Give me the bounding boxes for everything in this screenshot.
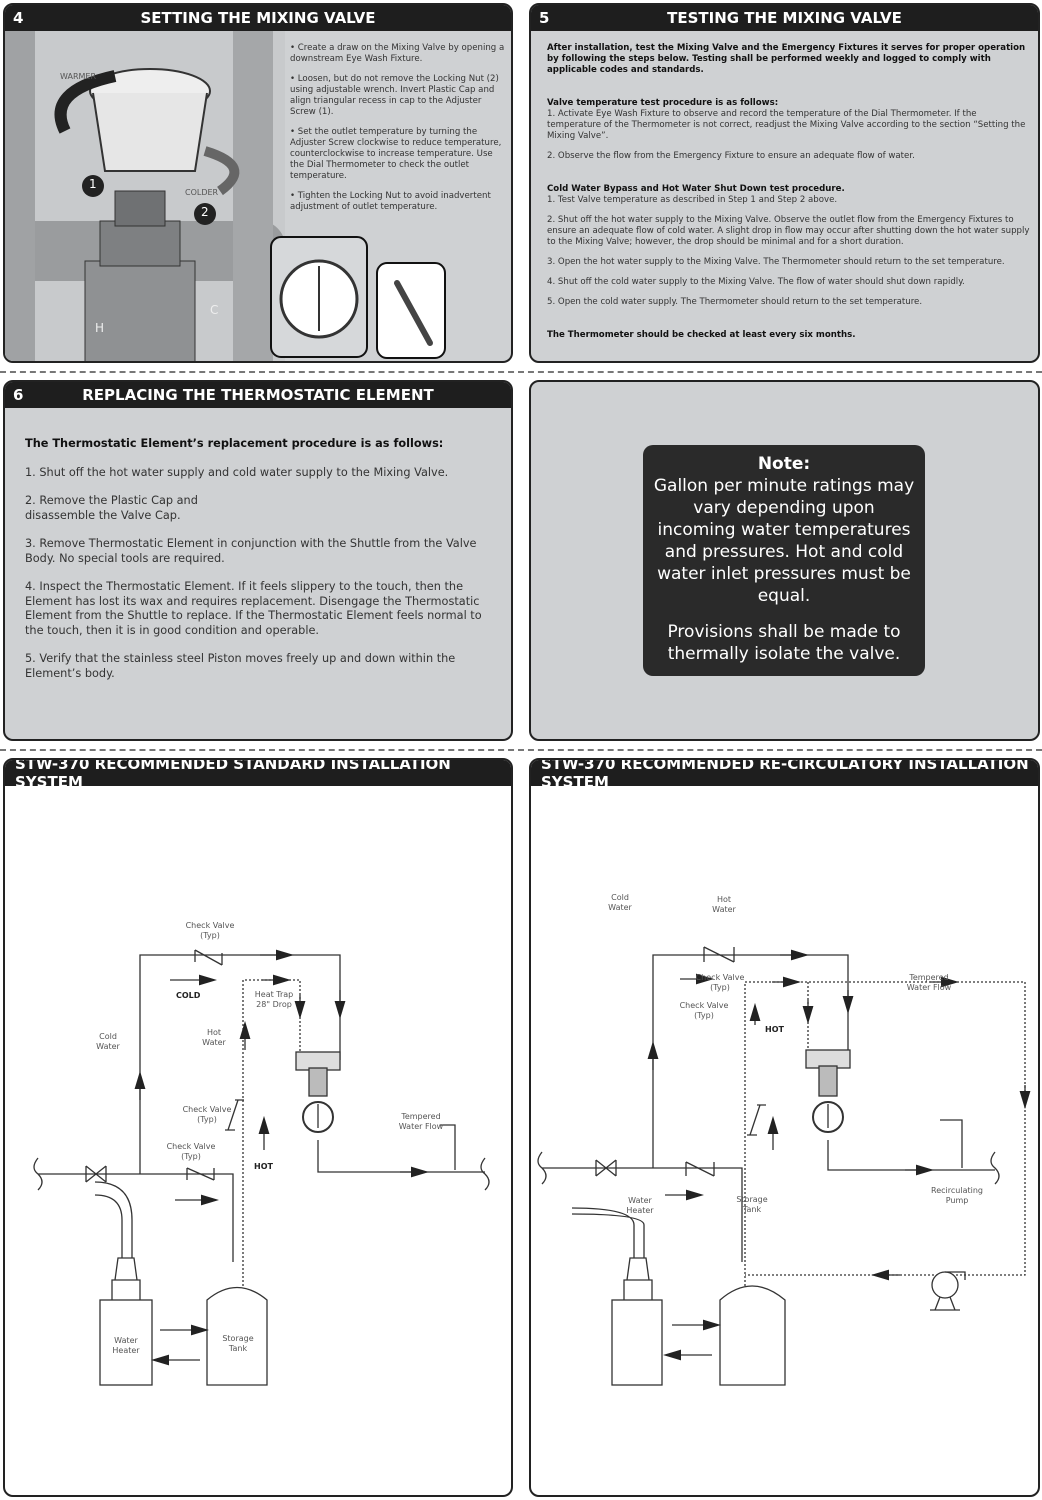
- panel-testing-mixing-valve: 5 TESTING THE MIXING VALVE After installa…: [529, 3, 1040, 363]
- check-valve-label: Check Valve (Typ): [182, 1105, 232, 1124]
- panel-replacing-element: 6 REPLACING THE THERMOSTATIC ELEMENT The …: [3, 380, 513, 741]
- setting-instructions: • Create a draw on the Mixing Valve by o…: [290, 43, 505, 222]
- step: 3. Remove Thermostatic Element in conjun…: [25, 537, 477, 565]
- note-title: Note:: [757, 454, 811, 474]
- step: 1. Test Valve temperature as described i…: [547, 195, 838, 205]
- check-valve-label: Check Valve (Typ): [166, 1142, 216, 1161]
- section-number: 4: [13, 9, 24, 27]
- step: 4. Inspect the Thermostatic Element. If …: [25, 580, 482, 637]
- section-title: SETTING THE MIXING VALVE: [140, 9, 376, 27]
- intro-text: After installation, test the Mixing Valv…: [547, 43, 1026, 75]
- step: 1. Activate Eye Wash Fixture to observe …: [547, 109, 1026, 141]
- instruction-item: • Create a draw on the Mixing Valve by o…: [290, 43, 505, 64]
- step: 2. Shut off the hot water supply to the …: [547, 215, 1030, 247]
- section-number: 5: [539, 9, 550, 27]
- cold-marking: C: [210, 303, 219, 317]
- section-header: 5 TESTING THE MIXING VALVE: [531, 5, 1038, 31]
- step: 2. Remove the Plastic Cap and disassembl…: [25, 494, 198, 522]
- step: 4. Shut off the cold water supply to the…: [547, 277, 965, 287]
- section-title: REPLACING THE THERMOSTATIC ELEMENT: [82, 386, 434, 404]
- instruction-item: • Loosen, but do not remove the Locking …: [290, 74, 499, 117]
- section-title: STW-370 RECOMMENDED STANDARD INSTALLATIO…: [15, 758, 451, 791]
- storage-tank-label: Storage Tank: [222, 1334, 254, 1353]
- instruction-item: • Set the outlet temperature by turning …: [290, 127, 502, 181]
- cold-water-label: Cold Water: [608, 893, 632, 912]
- section-header: 4 SETTING THE MIXING VALVE: [5, 5, 511, 31]
- step: 5. Open the cold water supply. The Therm…: [547, 297, 923, 307]
- tempered-water-label: Tempered Water Flow: [398, 1112, 444, 1131]
- recirculating-pump-label: Recirculating Pump: [931, 1186, 983, 1205]
- testing-instructions: After installation, test the Mixing Valv…: [547, 43, 1032, 341]
- divider: [0, 749, 1042, 751]
- callout-2: 2: [201, 205, 209, 219]
- hot-water-label: Hot Water: [202, 1028, 226, 1047]
- cold-water-label: Cold Water: [96, 1032, 120, 1051]
- section-title: STW-370 RECOMMENDED RE-CIRCULATORY INSTA…: [541, 758, 1029, 791]
- check-valve-label: Check Valve (Typ): [679, 1001, 729, 1020]
- divider: [0, 371, 1042, 373]
- water-heater-label: Water Heater: [112, 1336, 140, 1355]
- note-text: Gallon per minute ratings may vary depen…: [653, 476, 915, 606]
- hot-marking: H: [95, 321, 105, 335]
- footer-note: The Thermometer should be checked at lea…: [547, 330, 856, 340]
- colder-label: COLDER: [185, 188, 219, 197]
- section-header: 6 REPLACING THE THERMOSTATIC ELEMENT: [5, 382, 511, 408]
- instruction-item: • Tighten the Locking Nut to avoid inadv…: [290, 191, 491, 212]
- note-box: Note: Gallon per minute ratings may vary…: [643, 445, 925, 676]
- heat-trap-label: Heat Trap 28" Drop: [254, 990, 294, 1009]
- water-heater-label: Water Heater: [626, 1196, 654, 1215]
- check-valve-label: Check Valve (Typ): [695, 973, 745, 992]
- section-number: 6: [13, 386, 24, 404]
- step: 1. Shut off the hot water supply and col…: [25, 465, 449, 479]
- subheading: Cold Water Bypass and Hot Water Shut Dow…: [547, 184, 845, 194]
- section-header: STW-370 RECOMMENDED STANDARD INSTALLATIO…: [5, 760, 511, 791]
- subheading: Valve temperature test procedure is as f…: [547, 98, 779, 108]
- step: 2. Observe the flow from the Emergency F…: [547, 151, 915, 161]
- valve-adjustment-illustration: [5, 31, 446, 361]
- warmer-label: WARMER: [60, 72, 97, 81]
- storage-tank-label: Storage Tank: [736, 1195, 768, 1214]
- hot-water-label: Hot Water: [712, 895, 736, 914]
- replacement-instructions: The Thermostatic Element’s replacement p…: [25, 437, 490, 695]
- step: 5. Verify that the stainless steel Pisto…: [25, 652, 456, 680]
- note-text: Provisions shall be made to thermally is…: [667, 622, 901, 664]
- check-valve-label: Check Valve (Typ): [185, 921, 235, 940]
- section-title: TESTING THE MIXING VALVE: [667, 9, 902, 27]
- cold-flow-label: COLD: [176, 991, 201, 1000]
- intro-text: The Thermostatic Element’s replacement p…: [25, 437, 444, 450]
- step: 3. Open the hot water supply to the Mixi…: [547, 257, 1005, 267]
- tempered-water-label: Tempered Water Flow: [906, 973, 952, 992]
- hot-flow-label: HOT: [254, 1162, 273, 1171]
- section-header: STW-370 RECOMMENDED RE-CIRCULATORY INSTA…: [531, 760, 1038, 791]
- hot-flow-label: HOT: [765, 1025, 784, 1034]
- callout-1: 1: [89, 177, 97, 191]
